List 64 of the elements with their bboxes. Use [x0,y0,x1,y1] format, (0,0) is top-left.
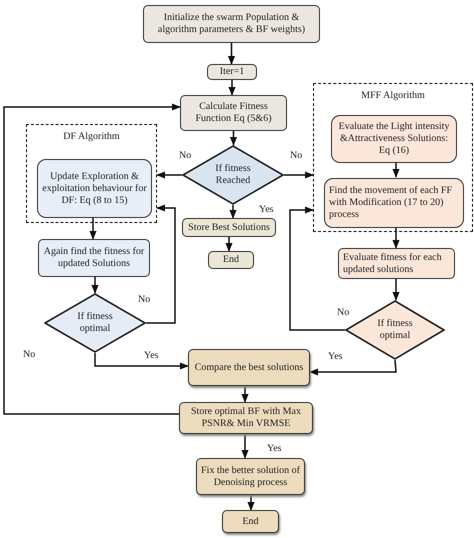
arrow [392,227,400,249]
process-box [208,251,254,269]
group-title: DF Algorithm [62,131,121,143]
edge-label: No [289,150,304,161]
arrow [284,171,314,179]
box-text: Store Best Solutions [188,222,270,234]
process-box [180,95,287,131]
box-text: Initialize the swarm Population & algorithm parameters & BF weights) [156,12,306,36]
arrow [156,171,182,179]
arrow [91,277,99,294]
process-box [188,349,310,386]
arrow [392,162,400,178]
dashed-group-box [313,83,473,232]
box-text: End [222,254,240,266]
edge-label: Yes [143,350,160,361]
edge-label: No [178,150,192,161]
process-box [179,402,313,434]
edge-label: No [336,307,350,318]
box-text: Compare the best solutions [194,362,304,374]
box-text: Evaluate fitness for each updated solutions [343,252,443,276]
decision-text: If fitness optimal [76,311,114,335]
arrow [3,103,181,415]
decision-text: If fitness optimal [376,318,414,342]
arrow [241,386,249,403]
box-text: Calculate Fitness Function Eq (5&6) [194,101,273,125]
process-box [37,159,152,218]
box-text: Store optimal BF with Max PSNR& Min VRMSE [190,406,302,430]
arrow [392,279,400,301]
group-title: MFF Algorithm [360,90,426,102]
arrow [309,360,397,376]
process-box [331,115,457,163]
edge-label: No [137,294,152,305]
arrow [89,217,97,240]
process-box [182,218,276,237]
arrow [228,80,236,96]
arrow [225,237,233,252]
process-box [338,248,455,279]
box-text: Fix the better solution of Denoising process [201,464,300,488]
arrow [247,495,255,511]
arrow [146,204,176,324]
edge-label: Yes [266,443,283,454]
arrow [230,131,238,146]
arrow [229,205,237,219]
process-box [143,5,320,43]
edge-label: Yes [327,351,344,362]
box-text: Again find the fitness for updated Solutions [43,246,145,270]
dashed-group-box [26,124,157,223]
box-text: Update Exploration & exploitation behaviour for DF: Eq (8 to 15) [42,170,147,206]
process-box [207,64,257,80]
process-box [222,510,279,533]
process-box [324,178,464,228]
arrow [289,206,345,331]
box-text: Evaluate the Light intensity &Attractiveness Solutions: Eq (16) [338,121,450,157]
process-box [38,239,150,277]
decision-text: If fitness Reached [214,163,252,187]
edge-label: Yes [258,204,275,215]
box-text: End [242,516,259,528]
box-text: Iter=1 [220,66,244,78]
box-text: Find the movement of each FF with Modification (17 to 20) process [329,185,454,221]
arrow [94,353,189,370]
edge-label: No [22,349,36,360]
arrow [228,43,236,65]
arrow [241,434,249,459]
process-box [196,458,305,495]
